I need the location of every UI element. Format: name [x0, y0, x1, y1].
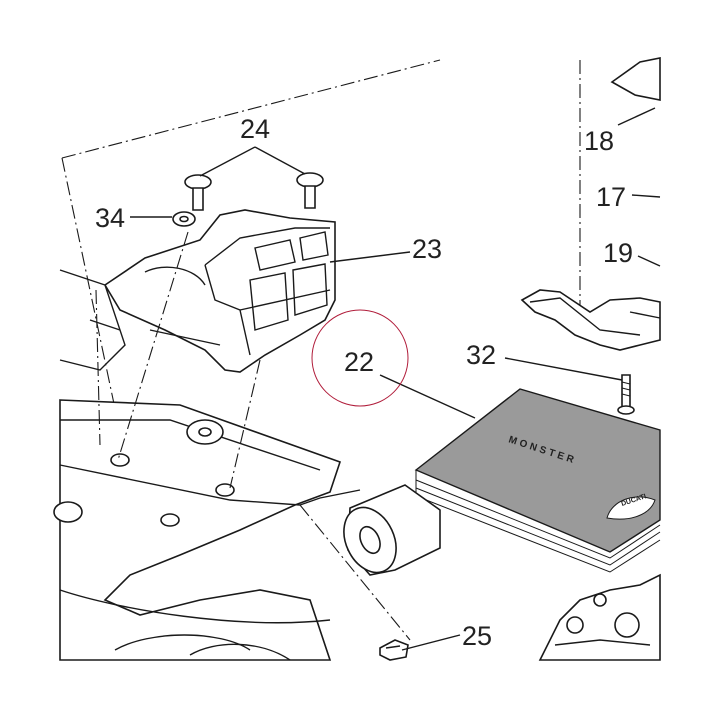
leader-lines	[130, 107, 661, 651]
callout-23: 23	[412, 234, 442, 264]
washer-part-34	[172, 211, 196, 227]
highlight-circle	[311, 309, 409, 407]
bracket-part-23	[103, 209, 336, 373]
callout-25: 25	[462, 621, 492, 651]
callout-32: 32	[466, 340, 496, 370]
frame-structure	[53, 269, 361, 661]
owner-manual-part-22: MONSTER DUCATI	[414, 388, 661, 573]
screw-part-32	[617, 374, 635, 415]
screw-part-24-left	[184, 174, 212, 211]
callout-18: 18	[584, 126, 614, 156]
callout-34: 34	[95, 203, 125, 233]
clip-part-25	[379, 639, 409, 661]
callout-19: 19	[603, 238, 633, 268]
callout-22: 22	[344, 347, 374, 377]
screw-part-24-right	[296, 172, 324, 209]
callout-24: 24	[240, 114, 270, 144]
fixing-axis-lines	[95, 231, 411, 641]
foot-peg-assembly	[520, 289, 661, 351]
callout-17: 17	[596, 182, 626, 212]
engine-detail-bottom-right	[538, 573, 661, 661]
rubber-bush	[343, 484, 441, 576]
part-18-top-right	[610, 57, 661, 101]
